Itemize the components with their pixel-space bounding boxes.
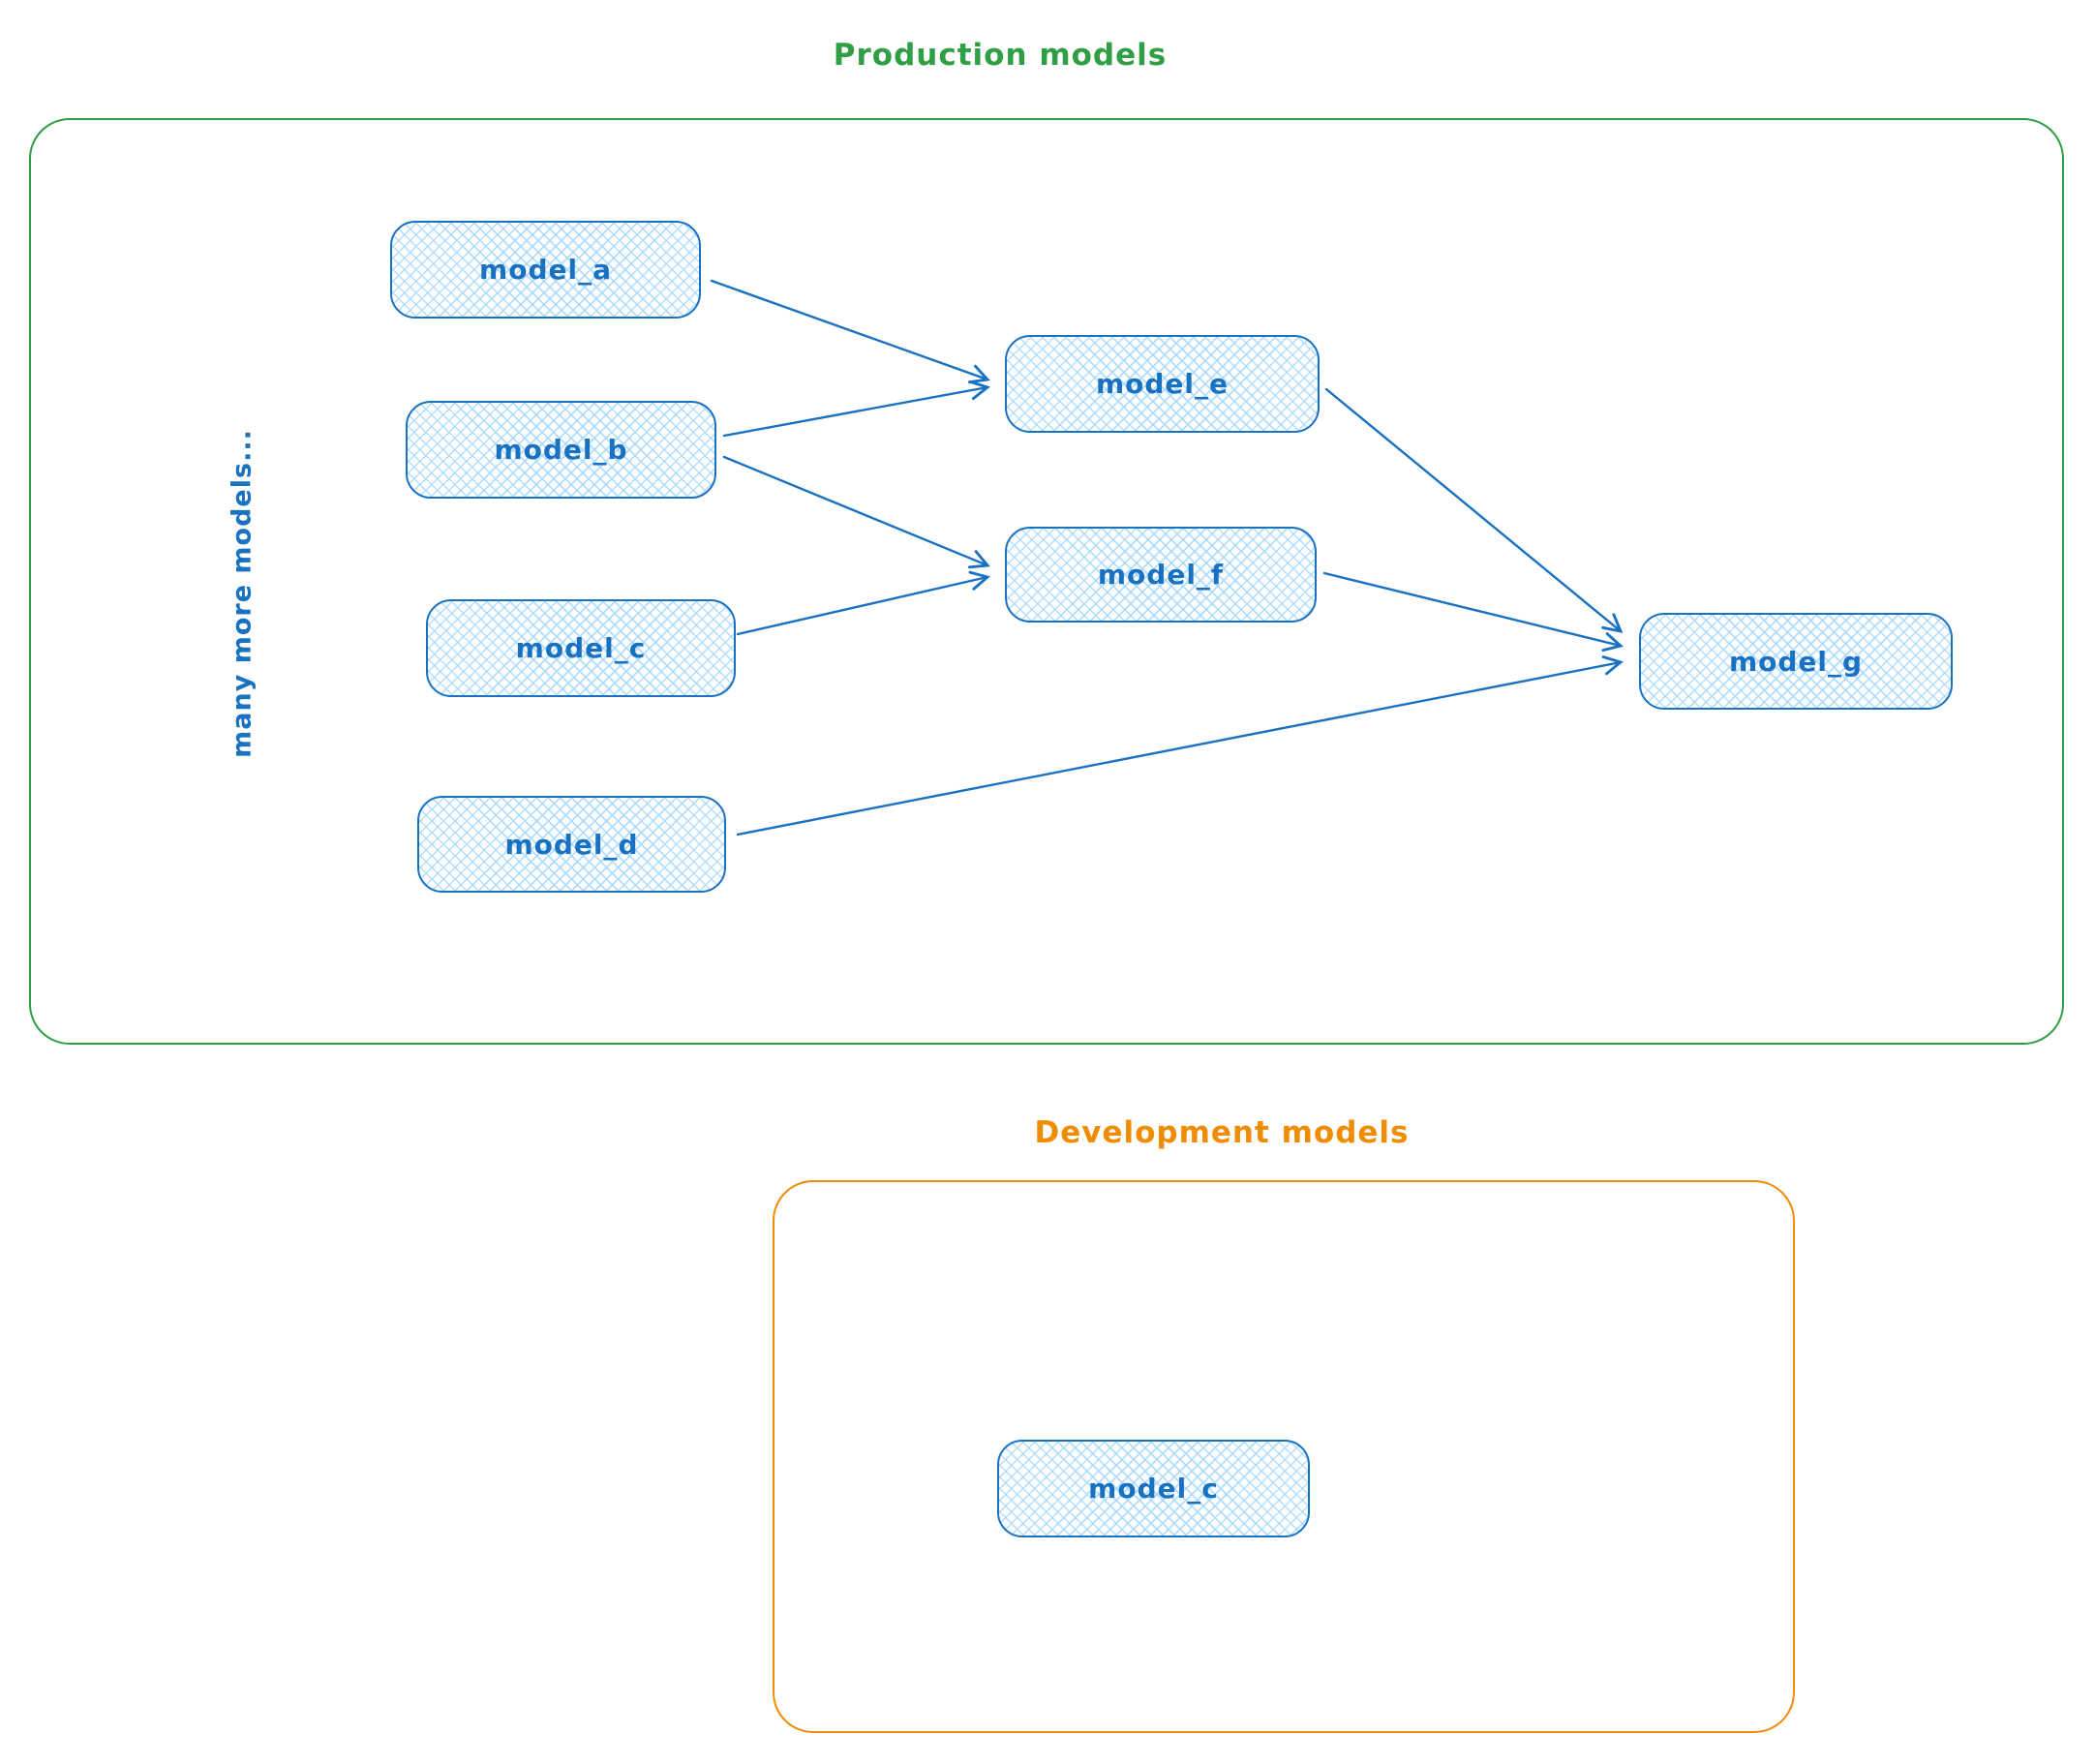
node-model_a: model_a <box>390 221 701 319</box>
node-model_b: model_b <box>406 401 716 499</box>
node-model_c-development: model_c <box>997 1440 1310 1537</box>
node-model_c: model_c <box>426 599 736 697</box>
node-model_g: model_g <box>1639 613 1953 710</box>
node-model_f: model_f <box>1005 527 1317 623</box>
node-model_d: model_d <box>417 796 726 893</box>
production-group-title: Production models <box>833 38 1168 73</box>
development-group-title: Development models <box>1034 1115 1410 1150</box>
many-more-models-note: many more models... <box>227 429 258 758</box>
production-group-box <box>29 118 2064 1045</box>
node-model_e: model_e <box>1005 335 1320 433</box>
development-group-box <box>773 1180 1795 1733</box>
